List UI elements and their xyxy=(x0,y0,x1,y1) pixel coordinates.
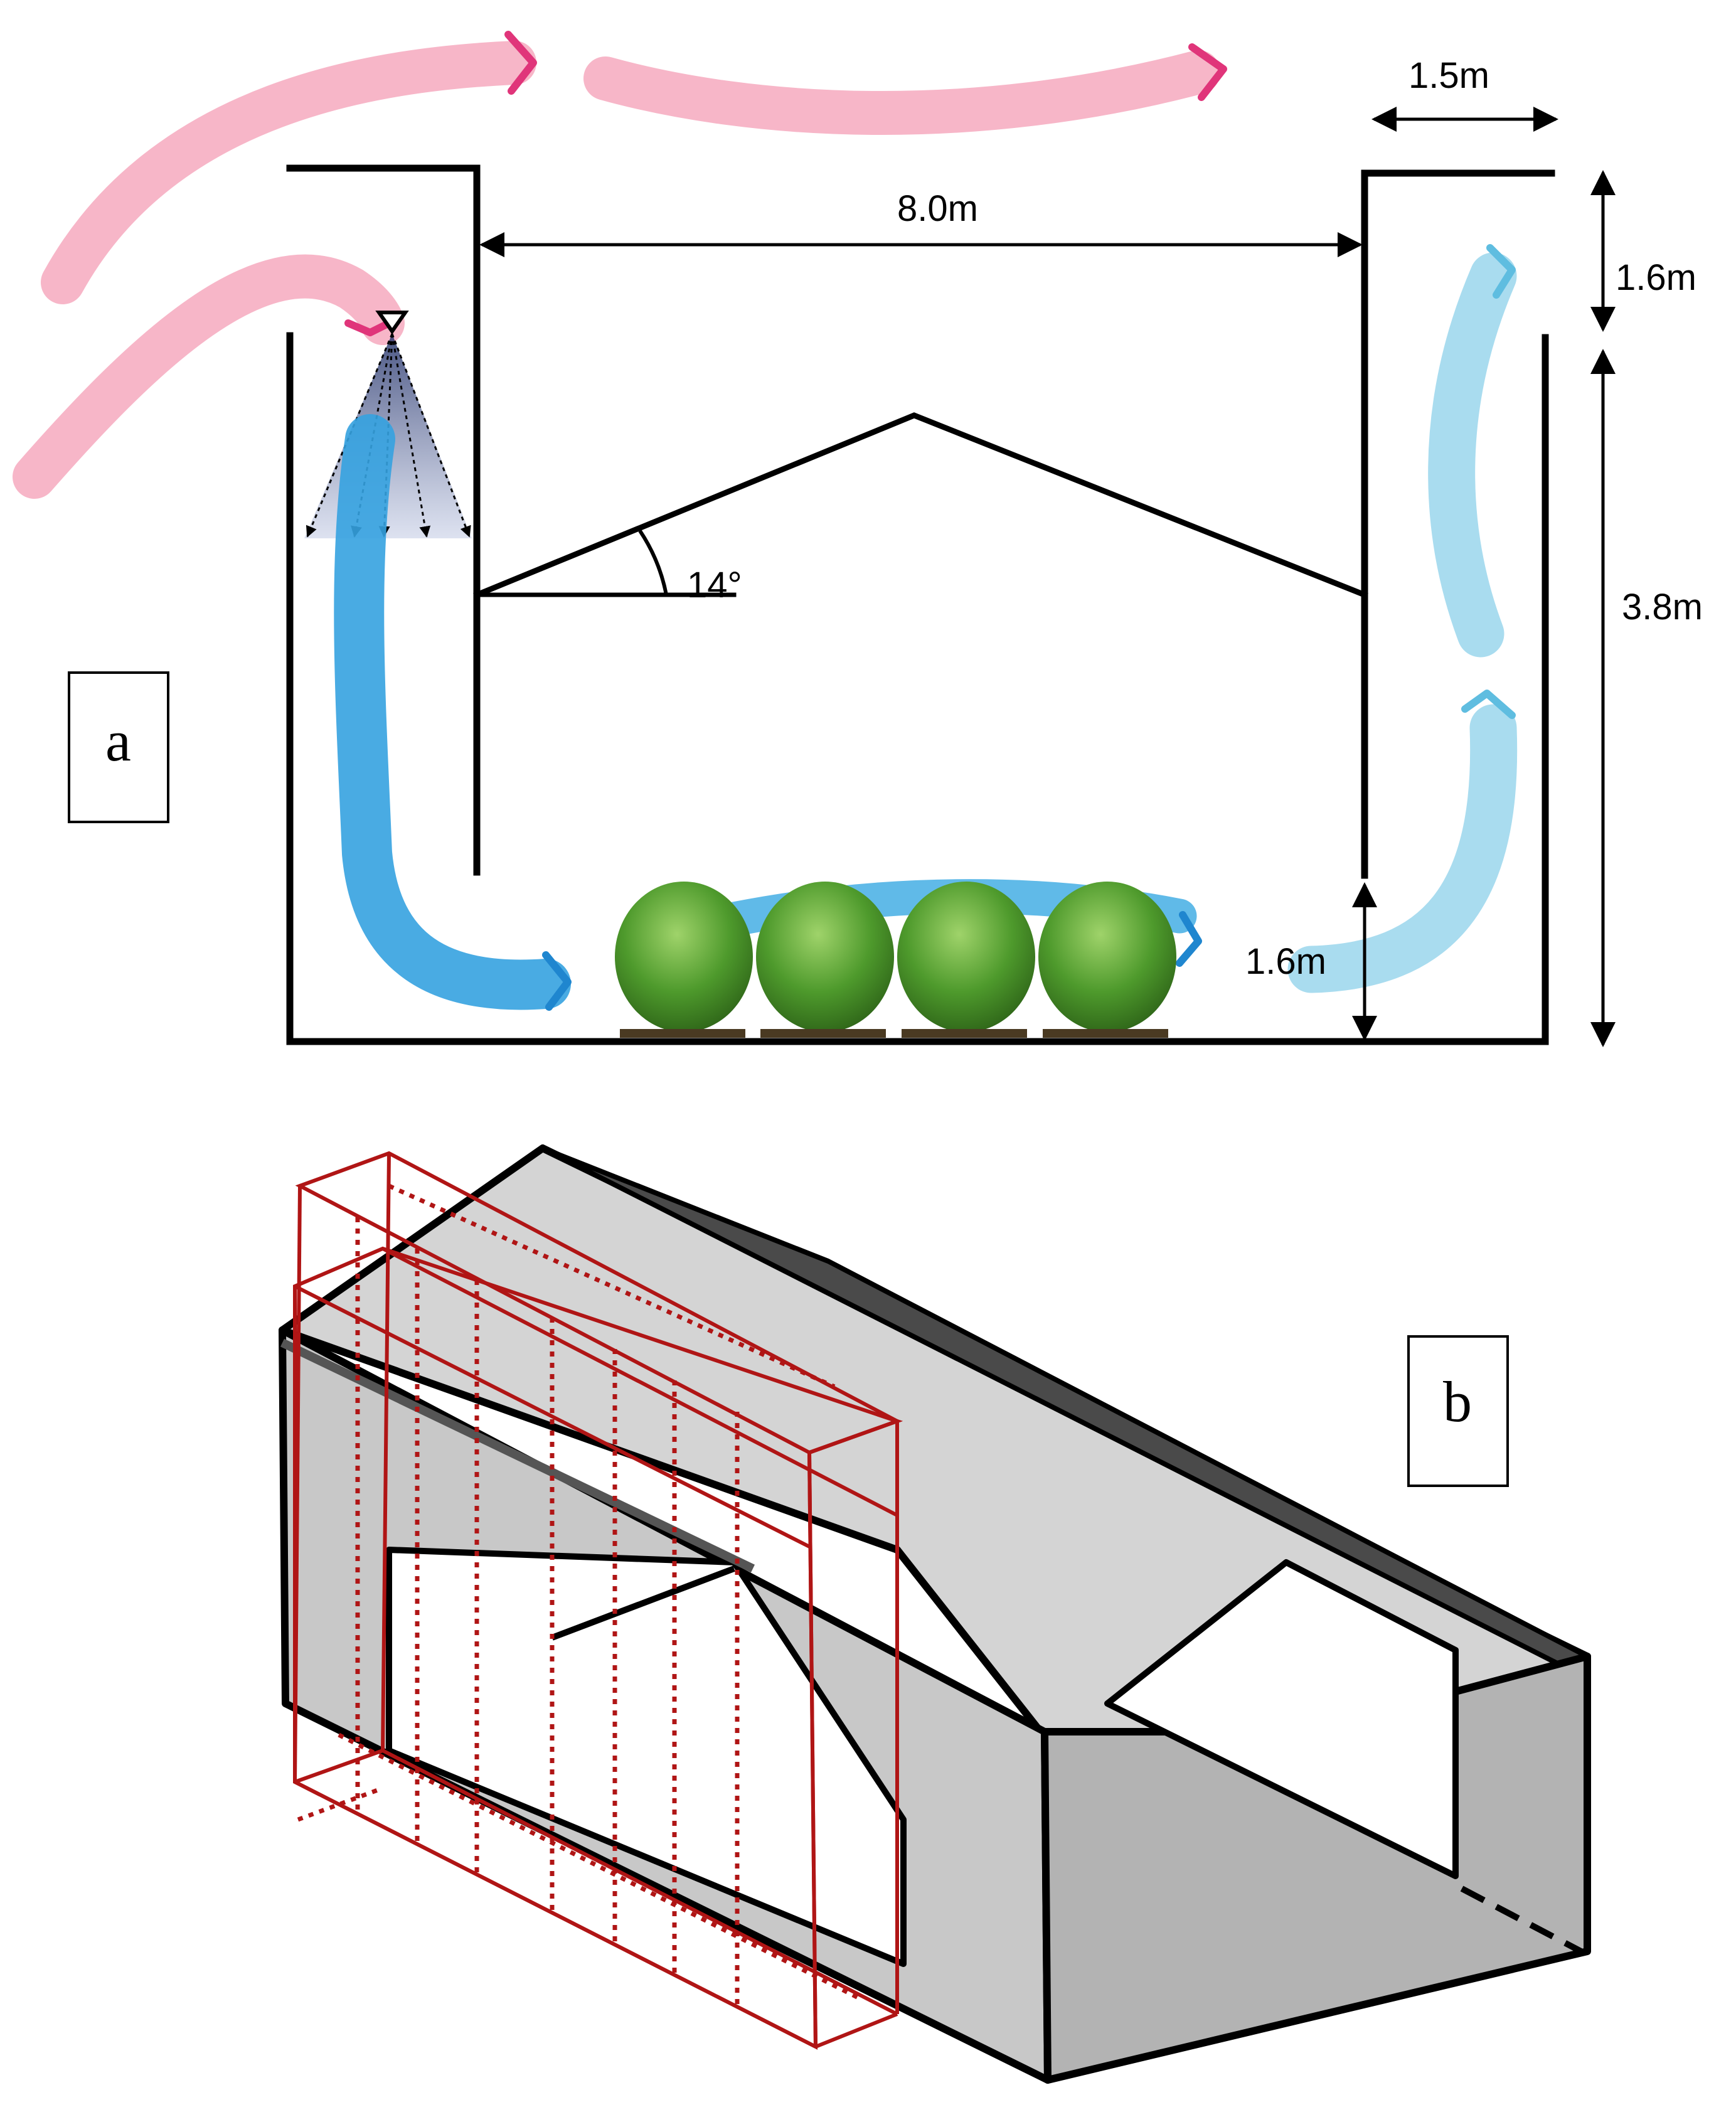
panel-a-diagram: 14° xyxy=(13,31,1703,1047)
pad-edge xyxy=(807,1452,817,2047)
spray-line xyxy=(306,333,393,538)
exhaust-air-lower-arrow-head xyxy=(1461,690,1516,719)
panel-a-label-box xyxy=(68,671,169,823)
wind-arrow-2 xyxy=(583,50,1220,135)
wind-arrow-3 xyxy=(13,254,405,499)
base-dashed-line xyxy=(1460,1885,1583,1954)
left-tower-top xyxy=(286,164,481,876)
plants-row xyxy=(615,882,1176,1038)
outer-wall-and-floor xyxy=(286,332,1549,1045)
cooled-air-down-arrow-head xyxy=(542,951,572,1011)
wall-height-label: 3.8m xyxy=(1622,587,1703,627)
top-height-label: 1.6m xyxy=(1616,257,1696,298)
exhaust-air-upper-arrow-head xyxy=(1486,244,1516,299)
opening-height-label: 1.6m xyxy=(1245,941,1326,982)
cooled-air-down-arrow xyxy=(334,414,571,1010)
panel-a-label: a xyxy=(105,709,131,773)
outside-wind-arrows xyxy=(13,31,1227,499)
pad-top-rail xyxy=(294,1284,811,1549)
cooled-air-canopy-arrow-head xyxy=(1176,911,1202,967)
pad-edge xyxy=(293,1185,302,1783)
pad-bottom-rail xyxy=(814,2012,898,2049)
back-opening xyxy=(1104,1559,1459,1879)
pad-bottom-rail xyxy=(294,1749,384,1784)
exhaust-air-lower-arrow xyxy=(1287,704,1518,993)
panel-b-label-box xyxy=(1407,1335,1509,1487)
right-tower-top xyxy=(1361,169,1555,879)
greenhouse-3d xyxy=(279,1144,1591,2084)
wind-arrow-2-head xyxy=(1188,43,1227,101)
plant xyxy=(756,882,894,1038)
spray-line xyxy=(391,333,471,538)
wind-arrow-1 xyxy=(41,41,536,304)
pad-bottom-rail xyxy=(294,1780,817,2049)
wet-pad-dotted-grid xyxy=(297,1183,861,2008)
dimension-lines xyxy=(479,107,1616,1047)
plant xyxy=(1038,882,1176,1038)
panel-b-diagram: b xyxy=(279,1144,1591,2084)
overhang-width-label: 1.5m xyxy=(1409,55,1489,96)
plant xyxy=(615,882,753,1038)
span-width-label: 8.0m xyxy=(897,188,978,229)
greenhouse-section xyxy=(286,164,1555,1045)
pad-bottom-rail xyxy=(381,1749,898,2016)
panel-b-label: b xyxy=(1443,1370,1472,1434)
nozzle-icon xyxy=(375,311,409,335)
pad-top-rail xyxy=(381,1247,898,1517)
roof-angle-label: 14° xyxy=(687,565,742,605)
vent-mid-line xyxy=(551,1565,735,1641)
exhaust-air-upper-arrow xyxy=(1428,252,1517,658)
wind-arrow-1-head xyxy=(504,31,537,95)
wet-pad-frame xyxy=(293,1151,903,2050)
plant xyxy=(897,882,1035,1038)
roof-angle-arc xyxy=(638,530,668,595)
roof-line xyxy=(473,412,1368,599)
front-vent-opening xyxy=(386,1547,907,1967)
exhaust-air-flow xyxy=(1287,244,1518,993)
